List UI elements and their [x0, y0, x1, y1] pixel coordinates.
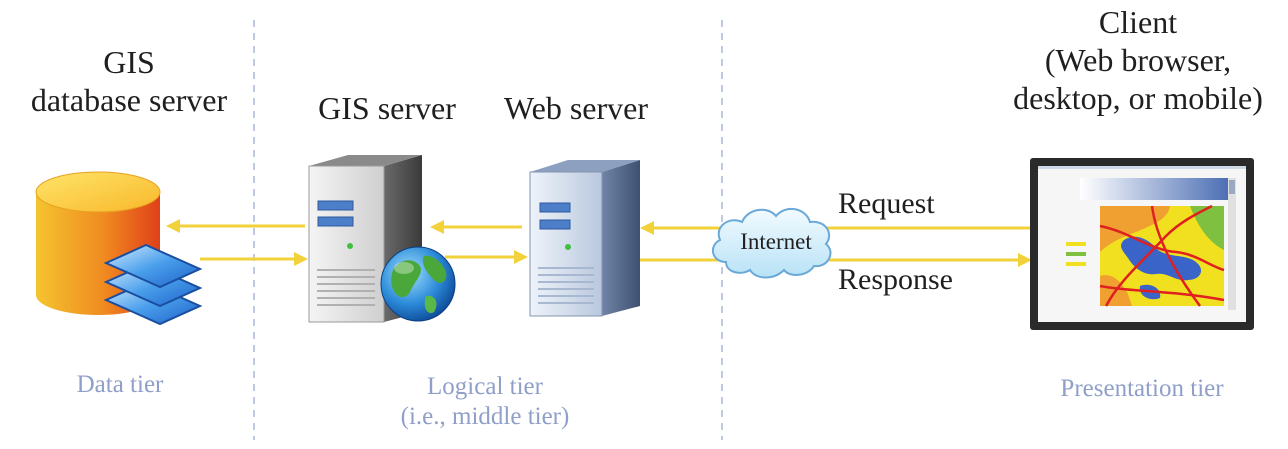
gis-server-icon [308, 155, 422, 323]
data-tier-label: Data tier [76, 371, 164, 398]
client-title-line2: (Web browser, [1044, 41, 1232, 78]
arrow-head [514, 250, 528, 264]
logical-tier-label-line2: (i.e., middle tier) [400, 402, 570, 430]
web-server-icon [529, 160, 640, 317]
gis-server-label: GIS server [318, 90, 456, 126]
arrow-head [294, 252, 308, 266]
client-title: Client (Web browser, desktop, or mobile) [990, 4, 1286, 117]
arrows [166, 219, 1032, 267]
db-server-title-line2: database server [30, 81, 228, 118]
arrow-head [430, 220, 444, 234]
db-server-title-line1: GIS [103, 44, 155, 80]
browser-title-bar [1080, 178, 1228, 200]
map-view [1099, 204, 1225, 307]
request-label: Request [838, 187, 935, 220]
map-layers-icon [103, 243, 203, 326]
client-title-line1: Client [1098, 4, 1178, 40]
presentation-tier-label: Presentation tier [1060, 375, 1224, 402]
web-server-label: Web server [503, 90, 648, 126]
globe-icon [380, 246, 456, 322]
internet-label: Internet [740, 229, 812, 254]
client-title-line3: desktop, or mobile) [1013, 79, 1263, 116]
logical-tier-label: Logical tier (i.e., middle tier) [360, 372, 610, 431]
arrow-head [166, 219, 180, 233]
logical-tier-label-line1: Logical tier [427, 373, 543, 400]
arrow-head [1018, 253, 1032, 267]
db-server-title: GIS database server [14, 44, 244, 120]
response-label: Response [838, 263, 953, 296]
sidebar-legend [1066, 242, 1086, 266]
client-monitor-icon [1030, 158, 1254, 330]
arrow-head [640, 221, 654, 235]
cloud-icon [711, 207, 832, 279]
